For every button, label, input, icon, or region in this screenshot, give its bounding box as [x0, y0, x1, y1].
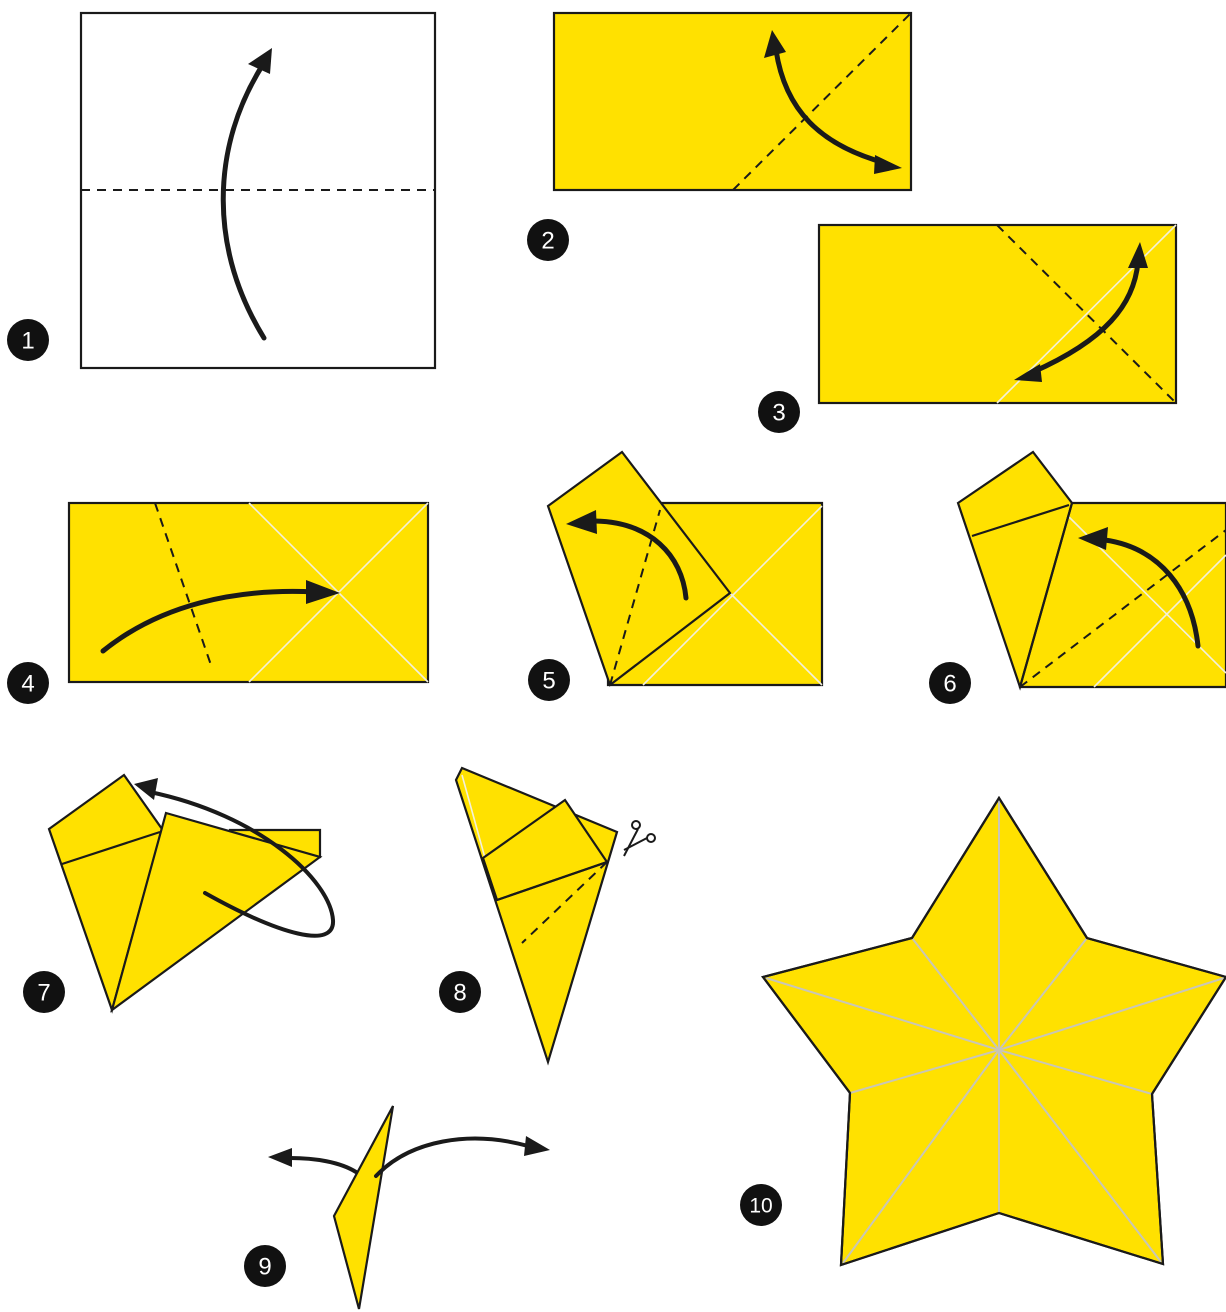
- fold-arrow-icon: [148, 790, 336, 938]
- step-5: 5: [528, 450, 824, 701]
- step-number: 6: [943, 671, 956, 698]
- step-10: 10: [740, 795, 1226, 1267]
- arrow-head-icon: [134, 778, 158, 800]
- flap-edge: [1018, 502, 1074, 688]
- step-3: 3: [758, 223, 1178, 433]
- crease-line: [729, 592, 823, 686]
- step-number: 2: [541, 228, 554, 255]
- crease-line: [461, 774, 486, 859]
- diagonal-fold-line: [732, 12, 912, 191]
- valley-fold-line: [1019, 529, 1226, 688]
- arrow-head-icon: [1078, 527, 1108, 550]
- step-badge-3: 3: [758, 391, 800, 433]
- flap-edge: [496, 860, 608, 902]
- step-number: 1: [21, 328, 34, 355]
- paper-front-flap: [110, 811, 323, 1013]
- step-badge-10: 10: [740, 1184, 782, 1226]
- step-badge-7: 7: [23, 971, 65, 1013]
- arrow-head-icon: [268, 1148, 292, 1167]
- folded-flap: [546, 450, 732, 687]
- valley-fold-line: [154, 502, 213, 669]
- step-8: 8: [439, 766, 656, 1066]
- step-4: 4: [7, 501, 430, 704]
- star-outline: [761, 795, 1226, 1267]
- finished-star: [761, 795, 1226, 1267]
- step-number: 3: [772, 400, 785, 427]
- fold-arrow-icon: [100, 588, 318, 654]
- arrow-head-icon: [874, 155, 902, 174]
- arrow-head-icon: [524, 1136, 550, 1156]
- step-number: 4: [21, 671, 34, 698]
- paper-rectangle: [552, 11, 913, 192]
- step-9: 9: [244, 1105, 550, 1310]
- fold-arrow-icon: [1102, 537, 1201, 649]
- fold-arrow-icon: [220, 63, 267, 341]
- paper-rectangle: [817, 223, 1178, 405]
- paper-cone: [454, 766, 619, 1066]
- valley-fold-line: [521, 861, 608, 944]
- step-badge-9: 9: [244, 1245, 286, 1287]
- fold-arrow-icon: [592, 518, 689, 601]
- step-2: 2: [527, 11, 913, 261]
- flap-edge: [971, 503, 1070, 538]
- crease-line: [1093, 554, 1226, 688]
- step-number: 5: [542, 668, 555, 695]
- step-number: 10: [749, 1195, 772, 1218]
- scissors-icon: [623, 820, 656, 857]
- step-badge-8: 8: [439, 971, 481, 1013]
- diagonal-fold-line: [996, 224, 1177, 404]
- arrow-head-icon: [248, 48, 272, 74]
- arrow-head-icon: [566, 510, 597, 534]
- step-badge-1: 1: [7, 319, 49, 361]
- star-creases: [765, 800, 1225, 1264]
- flap-edge: [61, 830, 161, 866]
- step-badge-4: 4: [7, 662, 49, 704]
- arrow-head-icon: [1128, 242, 1148, 268]
- fold-arrow-icon: [1030, 259, 1141, 375]
- step-7: 7: [23, 773, 336, 1014]
- step-6: 6: [929, 450, 1226, 704]
- fold-arrow-icon: [288, 1156, 358, 1174]
- step-number: 7: [37, 980, 50, 1007]
- fold-arrow-icon: [374, 1136, 530, 1178]
- arrow-head-icon: [764, 30, 786, 58]
- step-number: 8: [453, 980, 466, 1007]
- fold-arrow-icon: [773, 47, 888, 166]
- arrow-head-icon: [1014, 364, 1042, 382]
- step-1: 1: [7, 11, 437, 370]
- step-badge-6: 6: [929, 662, 971, 704]
- step-number: 9: [258, 1254, 271, 1281]
- paper-point: [332, 1105, 395, 1310]
- arrow-head-icon: [306, 580, 340, 604]
- step-badge-2: 2: [527, 219, 569, 261]
- step-badge-5: 5: [528, 659, 570, 701]
